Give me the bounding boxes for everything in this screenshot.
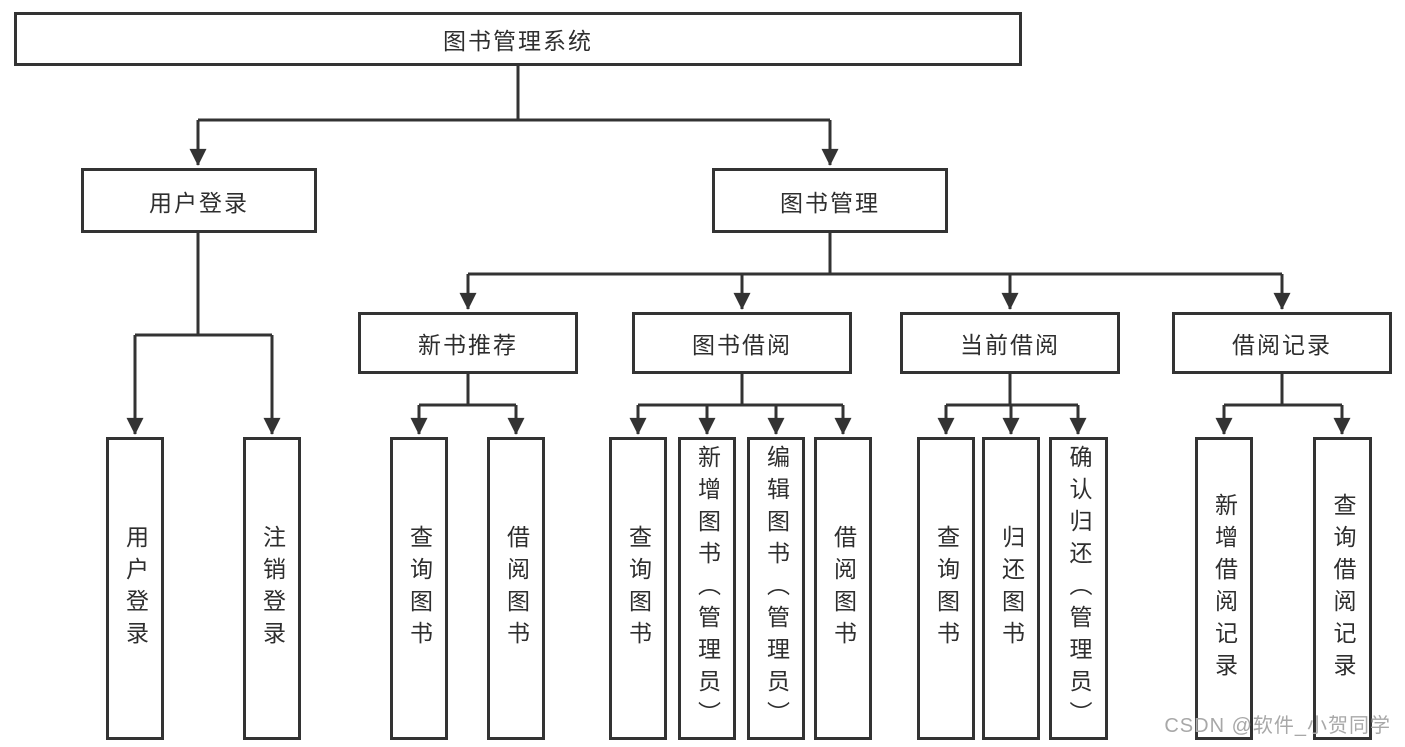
csdn-watermark: CSDN @软件_小贺同学	[1164, 715, 1391, 737]
leaf-query-borrow-record: 查询借阅记录	[1313, 437, 1372, 740]
leaf-return-books: 归还图书	[982, 437, 1040, 740]
leaf-confirm-return-admin: 确认归还（管理员）	[1049, 437, 1108, 740]
leaf-query-books-borrowing: 查询图书	[609, 437, 667, 740]
leaf-logout: 注销登录	[243, 437, 301, 740]
leaf-edit-books-admin: 编辑图书（管理员）	[747, 437, 805, 740]
node-user-login-branch: 用户登录	[81, 168, 317, 233]
node-new-book-recommendation: 新书推荐	[358, 312, 578, 374]
leaf-add-books-admin: 新增图书（管理员）	[678, 437, 736, 740]
node-book-management-branch: 图书管理	[712, 168, 948, 233]
leaf-borrow-books-borrowing: 借阅图书	[814, 437, 872, 740]
leaf-query-books-current: 查询图书	[917, 437, 975, 740]
leaf-query-books-recommend: 查询图书	[390, 437, 448, 740]
node-book-borrowing: 图书借阅	[632, 312, 852, 374]
leaf-user-login: 用户登录	[106, 437, 164, 740]
node-current-borrowing: 当前借阅	[900, 312, 1120, 374]
leaf-borrow-books-recommend: 借阅图书	[487, 437, 545, 740]
connector-trunks	[135, 66, 1342, 407]
connector-arrows	[126, 120, 1351, 435]
node-library-management-system: 图书管理系统	[14, 12, 1022, 66]
node-borrowing-records: 借阅记录	[1172, 312, 1392, 374]
leaf-add-borrow-record: 新增借阅记录	[1195, 437, 1253, 740]
